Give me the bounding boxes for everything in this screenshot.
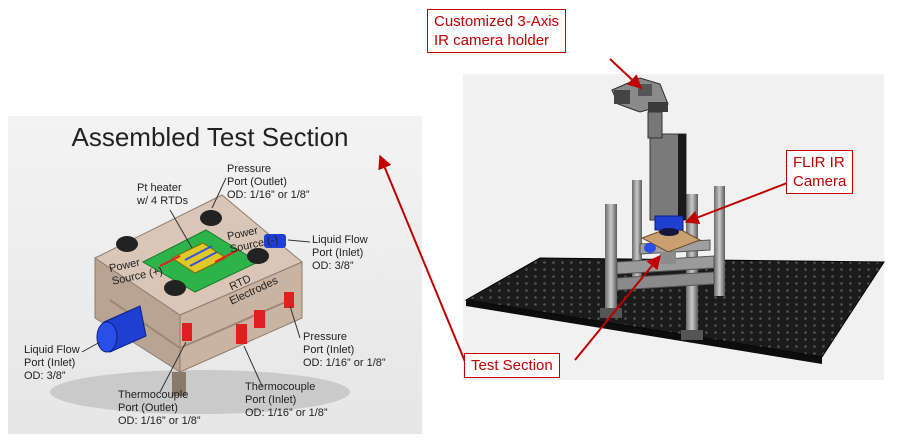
label-liquid-flow-right: Liquid Flow Port (Inlet) OD: 3/8” [312,234,371,272]
camera-rig-render [463,74,885,380]
label-thermocouple-inlet: Thermocouple Port (Inlet) OD: 1/16” or 1… [245,381,328,419]
arrow-camera-holder [609,58,643,89]
assembled-test-section-panel: Assembled Test Section [8,116,422,434]
liquid-flow-fitting-right [264,234,286,248]
red-port-fittings [182,292,294,344]
callout-test-section: Test Section [464,353,560,378]
leader-lines [81,177,311,393]
callout-arrows [378,58,788,365]
arrow-flir-camera [684,182,788,224]
camera-holder-arm [611,77,669,139]
flir-camera-body [654,215,684,231]
arrow-test-section [574,254,661,361]
camera-tower [649,133,687,236]
label-thermocouple-outlet: Thermocouple Port (Outlet) OD: 1/16” or … [118,389,201,427]
arrow-to-assembled-view [378,154,467,365]
liquid-flow-fitting-left [96,305,147,353]
label-liquid-flow-left: Liquid Flow Port (Inlet) OD: 3/8” [24,344,83,382]
block-shadow [50,370,350,414]
label-pressure-outlet: Pressure Port (Outlet) OD: 1/16” or 1/8” [227,163,310,201]
label-pt-heater: Pt heater w/ 4 RTDs [136,182,189,207]
bolt-group [116,210,269,296]
callout-flir-camera: FLIR IR Camera [786,150,854,194]
panel-title: Assembled Test Section [72,122,349,152]
label-pressure-inlet: Pressure Port (Inlet) OD: 1/16” or 1/8” [303,331,386,369]
callout-camera-holder: Customized 3-Axis IR camera holder [427,9,567,53]
